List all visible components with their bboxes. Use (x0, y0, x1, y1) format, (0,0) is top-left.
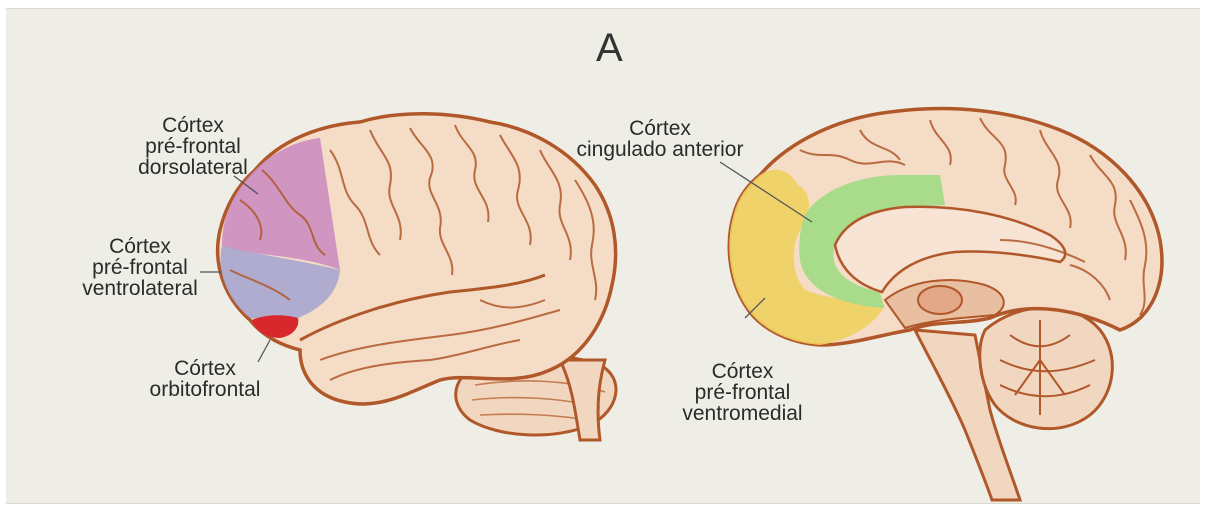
panel-letter: A (596, 28, 623, 68)
label-anterior-cingulate: Córtex cingulado anterior (560, 118, 760, 160)
label-dorsolateral-prefrontal: Córtex pré-frontal dorsolateral (128, 115, 258, 178)
label-ventrolateral-prefrontal: Córtex pré-frontal ventrolateral (70, 236, 210, 299)
label-orbitofrontal: Córtex orbitofrontal (130, 358, 280, 400)
medial-brain (720, 109, 1162, 500)
label-ventromedial-prefrontal: Córtex pré-frontal ventromedial (660, 361, 825, 424)
